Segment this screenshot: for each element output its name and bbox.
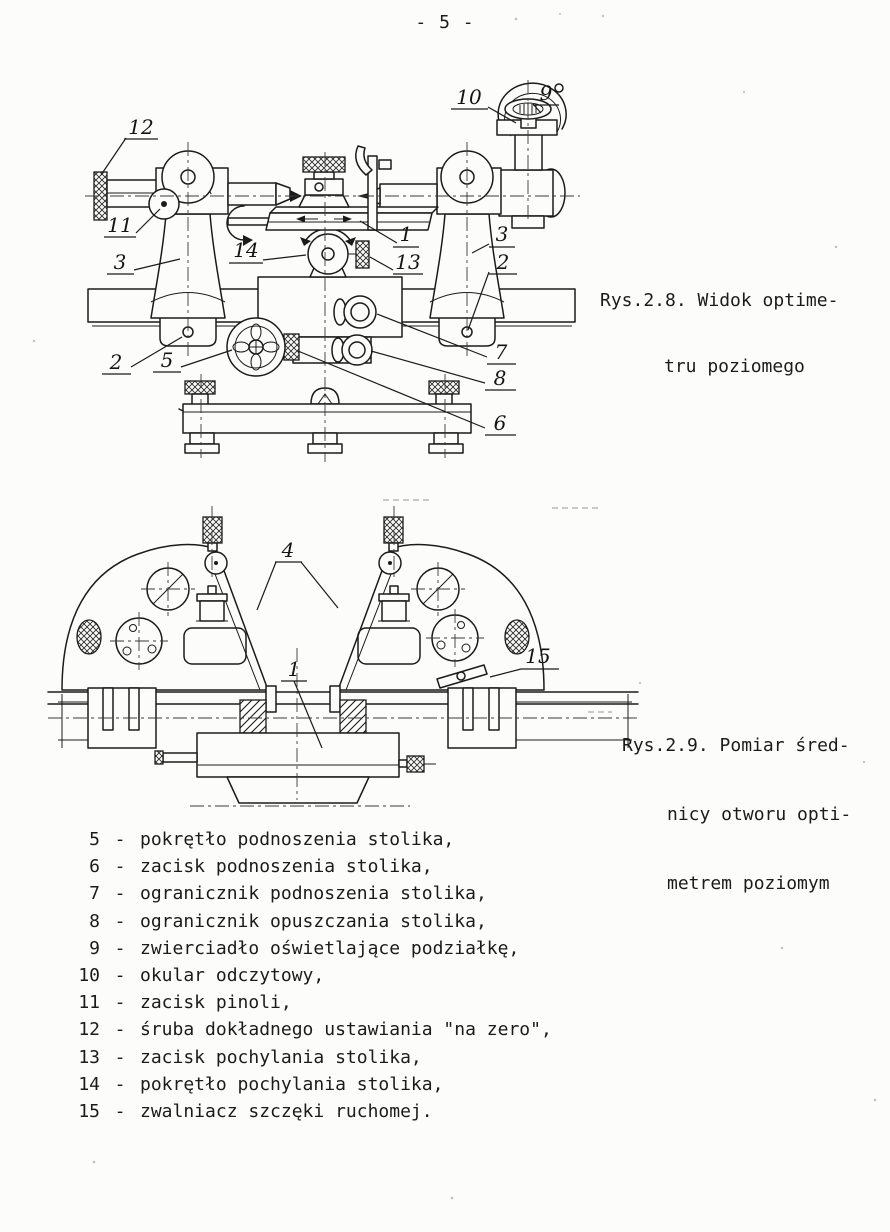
- legend-item-text: pokrętło pochylania stolika,: [140, 1073, 444, 1095]
- legend-item-text: zwalniacz szczęki ruchomej.: [140, 1100, 433, 1122]
- legend-item-text: ogranicznik podnoszenia stolika,: [140, 883, 487, 905]
- callout-12: 12: [128, 115, 153, 139]
- fig2-bore-measurement: 4 1 15: [47, 506, 640, 807]
- legend-item-number: 11: [78, 992, 100, 1014]
- legend-item-number: 13: [78, 1046, 100, 1068]
- legend-item: 8-ogranicznik opuszczania stolika,: [76, 911, 552, 938]
- legend-item: 14-pokrętło pochylania stolika,: [76, 1074, 552, 1101]
- legend-item-number: 15: [78, 1100, 100, 1122]
- callout-1: 1: [400, 222, 413, 246]
- fig1-callouts: 12 11 3 14 1 13 3 2 2 5 7: [100, 81, 559, 436]
- caption-line: Rys.2.9. Pomiar śred-: [622, 735, 850, 756]
- legend-item-number: 12: [78, 1019, 100, 1041]
- fig1-optimeter-front-view: 12 11 3 14 1 13 3 2 2 5 7: [85, 80, 580, 462]
- callout-5: 5: [161, 348, 174, 372]
- caption-line: Rys.2.8. Widok optime-: [600, 290, 839, 311]
- legend-item-text: ogranicznik opuszczania stolika,: [140, 910, 487, 932]
- legend-item: 11-zacisk pinoli,: [76, 992, 552, 1019]
- legend-item: 13-zacisk pochylania stolika,: [76, 1047, 552, 1074]
- legend-item-dash: -: [114, 1046, 126, 1068]
- callout-4: 4: [281, 538, 295, 562]
- callout-11: 11: [107, 213, 132, 237]
- callout-6: 6: [494, 411, 507, 435]
- legend-item: 12-śruba dokładnego ustawiania "na zero"…: [76, 1019, 552, 1046]
- legend-item-dash: -: [114, 883, 126, 905]
- caption-line: tru poziomego: [664, 356, 805, 377]
- callout-15: 15: [525, 644, 550, 668]
- legend-item-text: zacisk pochylania stolika,: [140, 1046, 422, 1068]
- legend-item-text: okular odczytowy,: [140, 964, 325, 986]
- legend-item-number: 6: [89, 856, 100, 878]
- fig2-callouts: 4 1 15: [256, 538, 559, 749]
- callout-7: 7: [495, 340, 508, 364]
- legend-item-text: zwierciadło oświetlające podziałkę,: [140, 937, 520, 959]
- legend-item-number: 8: [89, 910, 100, 932]
- legend-item-dash: -: [114, 829, 126, 850]
- legend-item-dash: -: [114, 992, 126, 1014]
- parts-legend: 5-pokrętło podnoszenia stolika, 6-zacisk…: [76, 829, 552, 1128]
- caption-line: metrem poziomym: [667, 873, 830, 894]
- legend-item-dash: -: [114, 1019, 126, 1041]
- legend-item: 5-pokrętło podnoszenia stolika,: [76, 829, 552, 856]
- figure-2-9-caption: Rys.2.9. Pomiar śred- nicy otworu opti- …: [622, 688, 851, 941]
- callout-10: 10: [456, 85, 482, 109]
- legend-item-text: pokrętło podnoszenia stolika,: [140, 829, 455, 850]
- legend-item-dash: -: [114, 1100, 126, 1122]
- page-number: - 5 -: [415, 12, 475, 33]
- legend-item-dash: -: [114, 964, 126, 986]
- legend-item-dash: -: [114, 910, 126, 932]
- legend-item: 9-zwierciadło oświetlające podziałkę,: [76, 938, 552, 965]
- callout-9: 9: [540, 81, 553, 105]
- legend-item-dash: -: [114, 937, 126, 959]
- legend-item: 7-ogranicznik podnoszenia stolika,: [76, 883, 552, 910]
- figure-2-8-caption: Rys.2.8. Widok optime- tru poziomego: [600, 246, 838, 422]
- callout-3-left: 3: [114, 250, 127, 274]
- legend-item-text: zacisk pinoli,: [140, 992, 292, 1014]
- callout-1-fig2: 1: [288, 657, 301, 681]
- caption-line: nicy otworu opti-: [667, 804, 852, 825]
- legend-item-text: zacisk podnoszenia stolika,: [140, 856, 433, 878]
- callout-13: 13: [395, 250, 420, 274]
- legend-item-number: 10: [78, 964, 100, 986]
- callout-3-right: 3: [496, 222, 509, 246]
- legend-item: 6-zacisk podnoszenia stolika,: [76, 856, 552, 883]
- legend-item: 15-zwalniacz szczęki ruchomej.: [76, 1101, 552, 1128]
- legend-item-number: 7: [89, 883, 100, 905]
- legend-item: 10-okular odczytowy,: [76, 965, 552, 992]
- callout-2-left: 2: [109, 350, 123, 374]
- legend-item-number: 14: [78, 1073, 100, 1095]
- legend-item-number: 5: [89, 829, 100, 850]
- callout-14: 14: [233, 238, 258, 262]
- legend-item-dash: -: [114, 856, 126, 878]
- legend-item-text: śruba dokładnego ustawiania "na zero",: [140, 1019, 552, 1041]
- legend-item-dash: -: [114, 1073, 126, 1095]
- callout-8: 8: [494, 366, 507, 390]
- callout-2-right: 2: [496, 250, 510, 274]
- legend-item-number: 9: [89, 937, 100, 959]
- scan-artifacts: [32, 13, 877, 1200]
